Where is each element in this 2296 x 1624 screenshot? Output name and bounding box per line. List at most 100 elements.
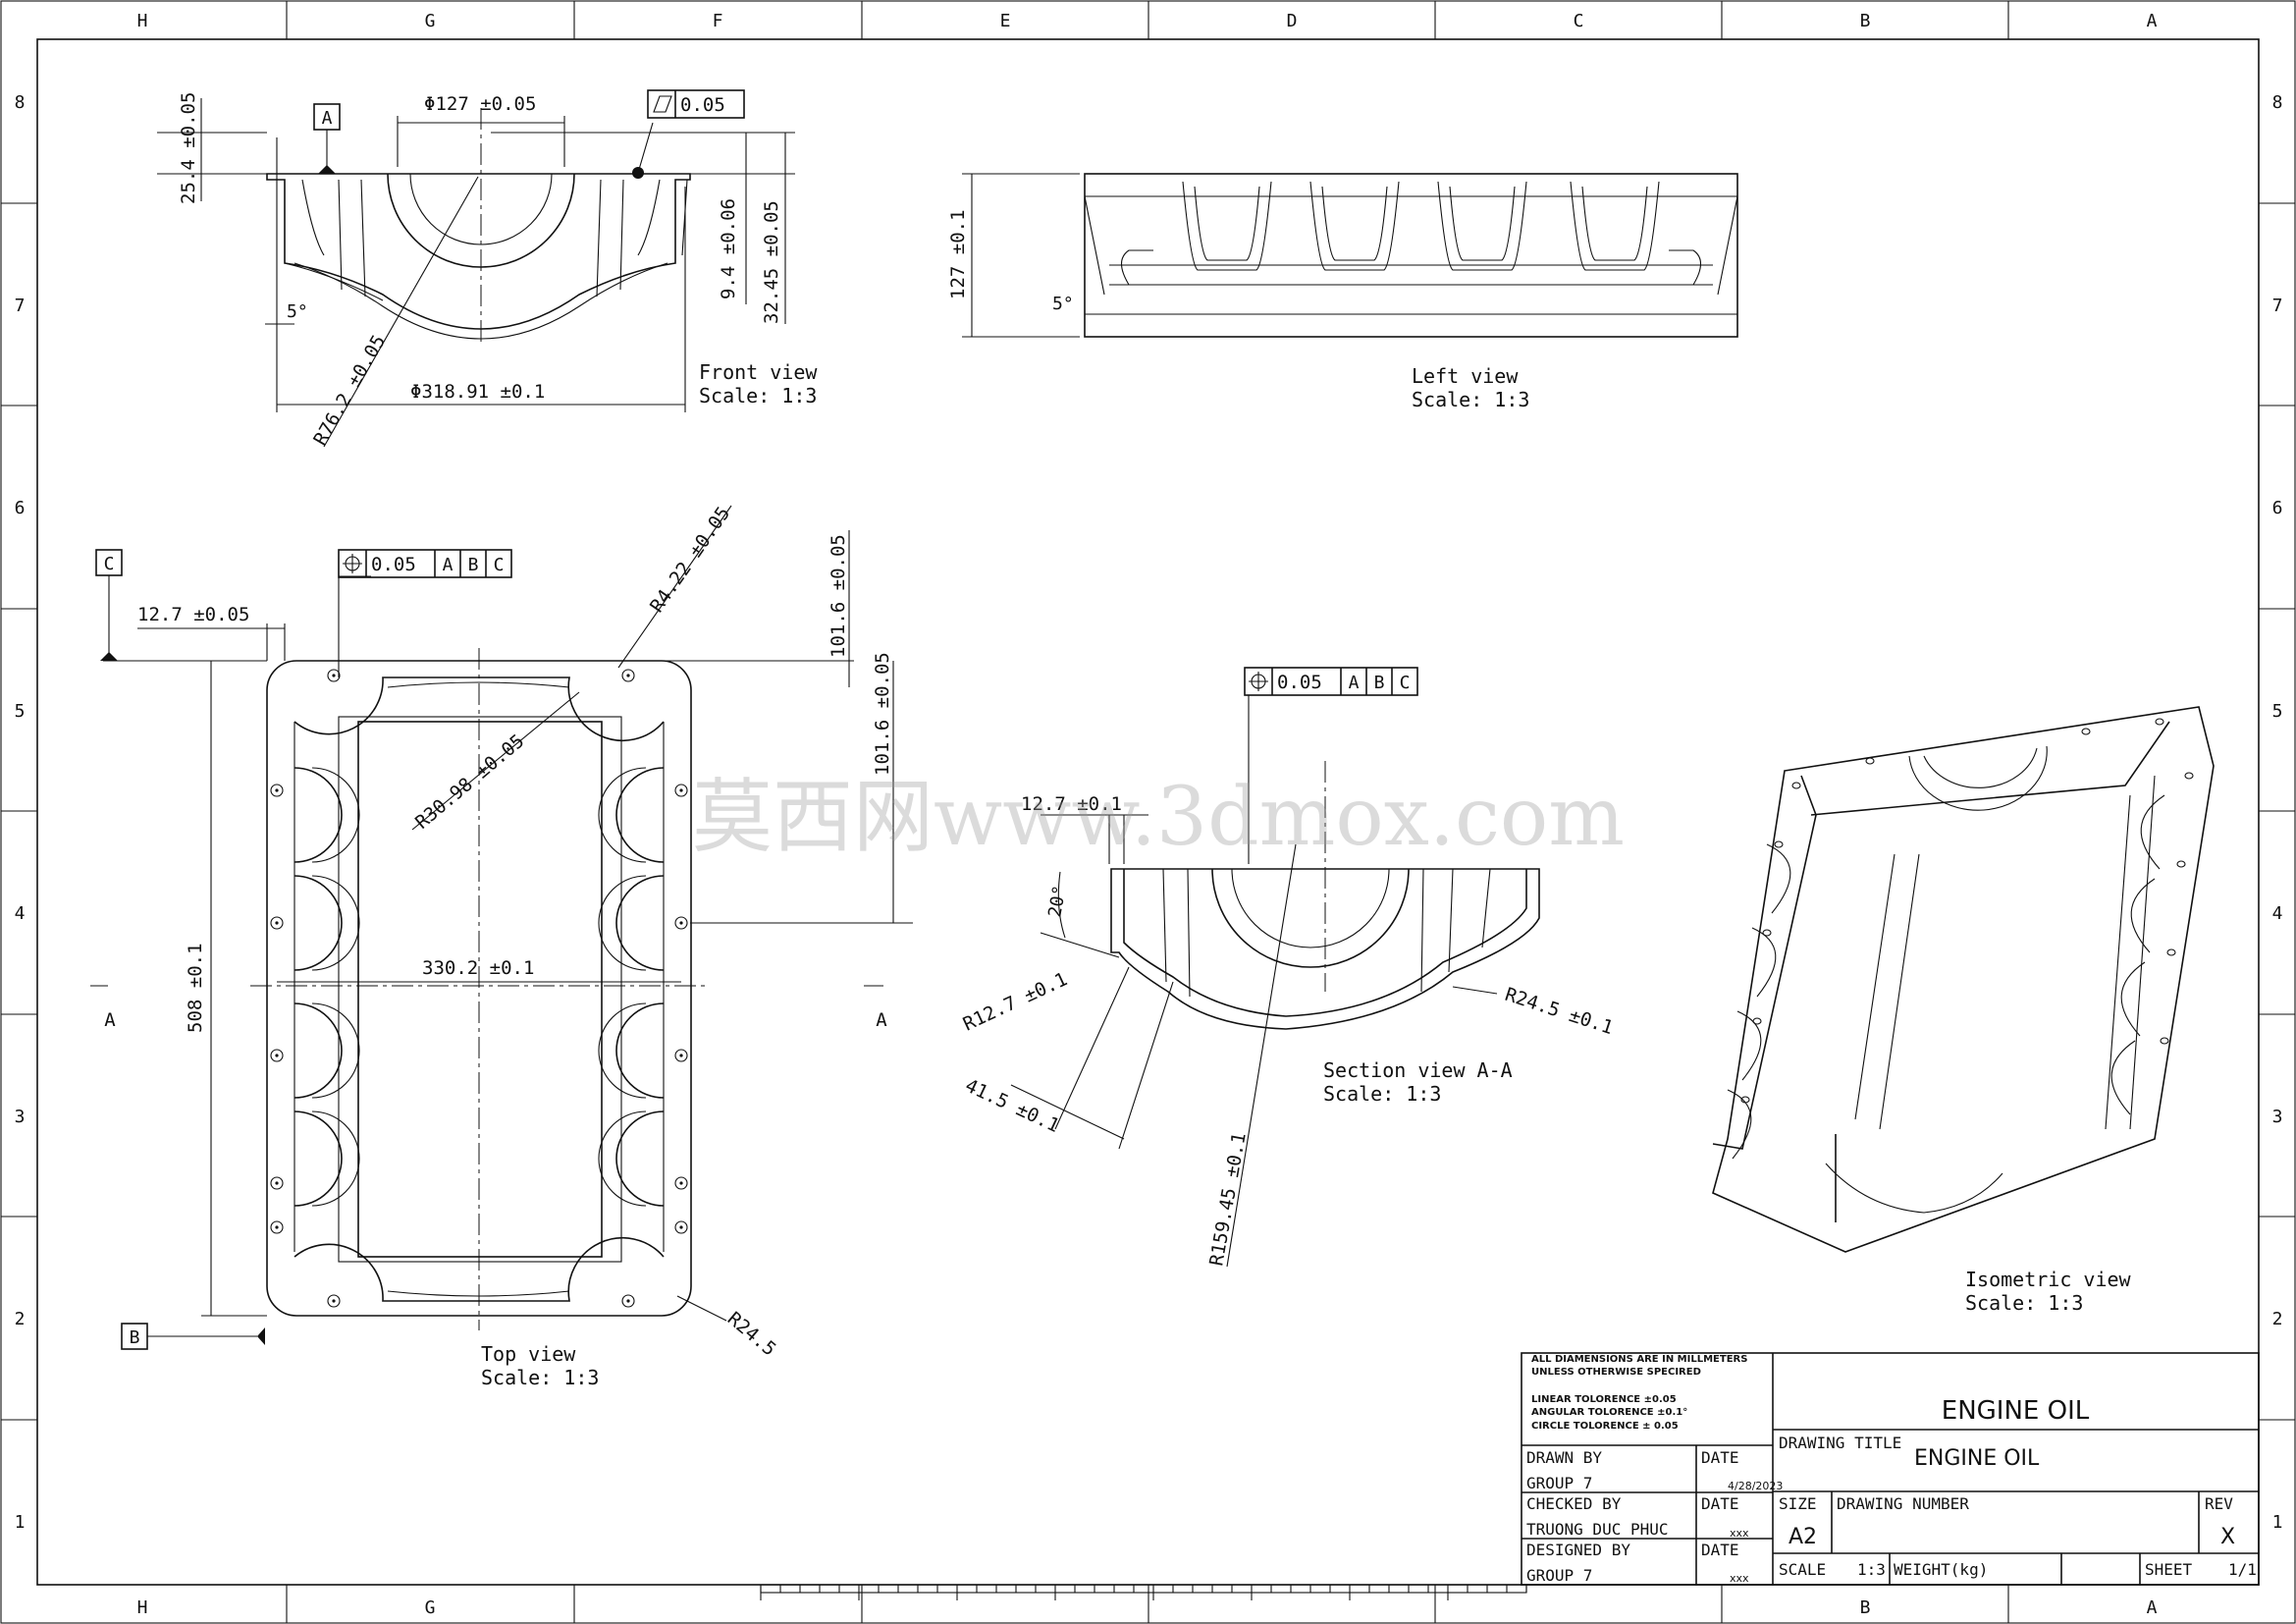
bolt-hole-center xyxy=(332,674,336,677)
svg-text:C: C xyxy=(494,555,505,575)
left-view xyxy=(1084,173,1738,338)
dim-sec-r15945: R159.45 ±0.1 xyxy=(1205,1131,1251,1268)
tb-date-drawn: 4/28/2023 xyxy=(1728,1480,1783,1492)
top-scallop-right-inner xyxy=(598,875,647,971)
iso-view-scale: Scale: 1:3 xyxy=(1965,1291,2083,1315)
bolt-hole xyxy=(270,916,284,930)
tb-weight-label: WEIGHT(kg) xyxy=(1894,1560,1988,1579)
tb-scale-label: SCALE xyxy=(1779,1560,1826,1579)
iso-scallop-right xyxy=(2130,878,2156,953)
iso-hole xyxy=(2166,948,2176,956)
row-label-right-8: 8 xyxy=(2272,92,2283,113)
tb-drawn-by-label: DRAWN BY xyxy=(1526,1448,1602,1467)
bolt-hole-center xyxy=(275,788,279,792)
col-label-top-h: H xyxy=(137,11,148,31)
svg-text:0.05: 0.05 xyxy=(680,94,725,116)
tb-sheet: 1/1 xyxy=(2228,1560,2257,1579)
dim-sec-r127: R12.7 ±0.1 xyxy=(960,968,1071,1035)
tb-date-label-2: DATE xyxy=(1701,1494,1739,1513)
tb-note-3: LINEAR TOLORENCE ±0.05 xyxy=(1531,1394,1677,1405)
section-mark-left: A xyxy=(104,1009,116,1031)
tb-scale: 1:3 xyxy=(1857,1560,1886,1579)
flatness-icon xyxy=(653,95,672,113)
iso-hole xyxy=(2160,1037,2169,1045)
bolt-hole xyxy=(674,1176,688,1190)
tb-size-label: SIZE xyxy=(1779,1494,1817,1513)
row-label-left-8: 8 xyxy=(15,92,26,113)
col-label-bottom-h: H xyxy=(137,1597,148,1618)
top-view xyxy=(250,648,707,1330)
row-label-left-6: 6 xyxy=(15,498,26,518)
dim-top-1016b: 101.6 ±0.05 xyxy=(872,652,893,776)
row-label-left-1: 1 xyxy=(15,1512,26,1533)
row-label-left-5: 5 xyxy=(15,701,26,722)
top-position-frame: 0.05 A B C xyxy=(338,549,512,578)
top-end-arc xyxy=(294,1236,665,1302)
iso-scallop-right xyxy=(2110,1040,2136,1115)
tb-rev: X xyxy=(2220,1525,2235,1549)
top-scallop-left xyxy=(294,875,343,971)
bolt-hole xyxy=(674,784,688,797)
top-scallop-right-inner xyxy=(598,1110,647,1207)
iso-hole xyxy=(1774,840,1784,848)
section-view-scale: Scale: 1:3 xyxy=(1323,1082,1441,1106)
bolt-hole-center xyxy=(275,1225,279,1229)
row-label-right-7: 7 xyxy=(2272,296,2283,316)
row-label-right-5: 5 xyxy=(2272,701,2283,722)
top-scallop-left xyxy=(294,1002,343,1099)
col-label-top-b: B xyxy=(1860,11,1871,31)
left-bay xyxy=(1570,181,1660,271)
bolt-hole-center xyxy=(679,1181,683,1185)
tb-note-5: CIRCLE TOLORENCE ± 0.05 xyxy=(1531,1421,1679,1432)
bolt-hole-center xyxy=(679,788,683,792)
top-view-title: Top view xyxy=(481,1342,576,1366)
tb-note-2: UNLESS OTHERWISE SPECIRED xyxy=(1531,1367,1701,1378)
tb-drawing-number-label: DRAWING NUMBER xyxy=(1837,1494,1969,1513)
left-bay xyxy=(1309,181,1400,271)
bolt-hole xyxy=(621,669,635,682)
left-bay-inner xyxy=(1321,186,1388,261)
isometric-view xyxy=(1712,706,2215,1253)
tb-rev-label: REV xyxy=(2205,1494,2233,1513)
front-datum-a: A xyxy=(313,103,341,174)
iso-hole xyxy=(2155,718,2164,726)
tb-designed-by: GROUP 7 xyxy=(1526,1566,1592,1585)
col-label-top-c: C xyxy=(1574,11,1584,31)
bolt-hole xyxy=(327,1294,341,1308)
front-view-title: Front view xyxy=(699,360,818,384)
top-view-scale: Scale: 1:3 xyxy=(481,1366,599,1389)
row-label-left-7: 7 xyxy=(15,296,26,316)
iso-hole xyxy=(2184,772,2194,780)
tb-date-checked: xxx xyxy=(1730,1527,1749,1540)
left-bay-inner xyxy=(1194,186,1260,261)
col-label-top-d: D xyxy=(1287,11,1298,31)
bolt-hole-center xyxy=(275,1054,279,1057)
top-scallop-right xyxy=(615,1002,665,1099)
dim-sec-127: 12.7 ±0.1 xyxy=(1021,793,1122,815)
bolt-hole xyxy=(270,1176,284,1190)
dim-sec-20deg: 20° xyxy=(1044,884,1070,919)
tb-size: A2 xyxy=(1789,1525,1817,1549)
bolt-hole-center xyxy=(679,921,683,925)
left-bay-inner xyxy=(1581,186,1648,261)
bolt-hole xyxy=(674,1049,688,1062)
tb-designed-by-label: DESIGNED BY xyxy=(1526,1541,1630,1559)
iso-hole xyxy=(2176,860,2186,868)
tb-company: ENGINE OIL xyxy=(1942,1396,2090,1426)
top-scallop-left-inner xyxy=(311,875,360,971)
iso-scallop-right xyxy=(2140,794,2165,870)
section-view-title: Section view A-A xyxy=(1323,1058,1513,1082)
svg-text:0.05: 0.05 xyxy=(371,554,416,575)
dim-left-127: 127 ±0.1 xyxy=(947,209,969,299)
bottom-ruler xyxy=(760,1584,1527,1600)
left-view-title: Left view xyxy=(1412,364,1519,388)
dim-top-127: 12.7 ±0.05 xyxy=(137,604,249,625)
row-label-right-4: 4 xyxy=(2272,903,2283,924)
left-bay xyxy=(1182,181,1272,271)
top-scallop-right-inner xyxy=(598,767,647,863)
position-icon xyxy=(343,554,362,573)
tb-date-label-3: DATE xyxy=(1701,1541,1739,1559)
dim-top-508: 508 ±0.1 xyxy=(185,943,206,1033)
iso-view-title: Isometric view xyxy=(1965,1268,2132,1291)
bolt-hole xyxy=(270,1220,284,1234)
